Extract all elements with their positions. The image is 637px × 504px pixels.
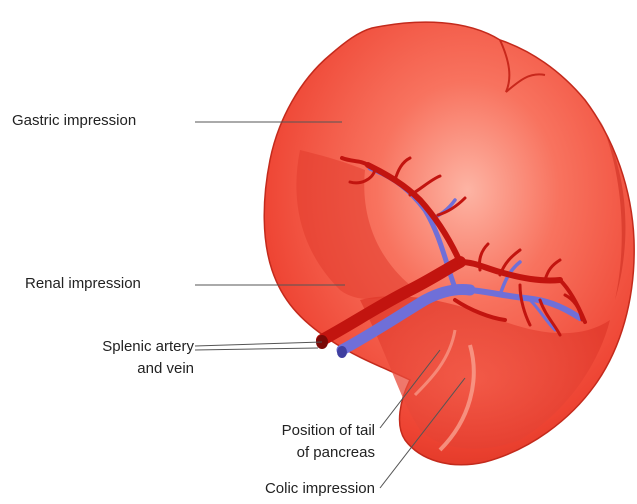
vein-cut-end: [337, 346, 347, 358]
label-splenic-artery: Splenic artery: [40, 338, 194, 356]
label-pancreas: of pancreas: [200, 444, 375, 462]
label-pancreas-tail: Position of tail: [200, 422, 375, 440]
label-splenic-vein: and vein: [40, 360, 194, 378]
label-renal-impression: Renal impression: [25, 275, 141, 293]
leader-splenic-2: [195, 348, 318, 350]
label-gastric-impression: Gastric impression: [12, 112, 136, 130]
label-colic-impression: Colic impression: [180, 480, 375, 498]
leader-splenic-1: [195, 342, 322, 346]
